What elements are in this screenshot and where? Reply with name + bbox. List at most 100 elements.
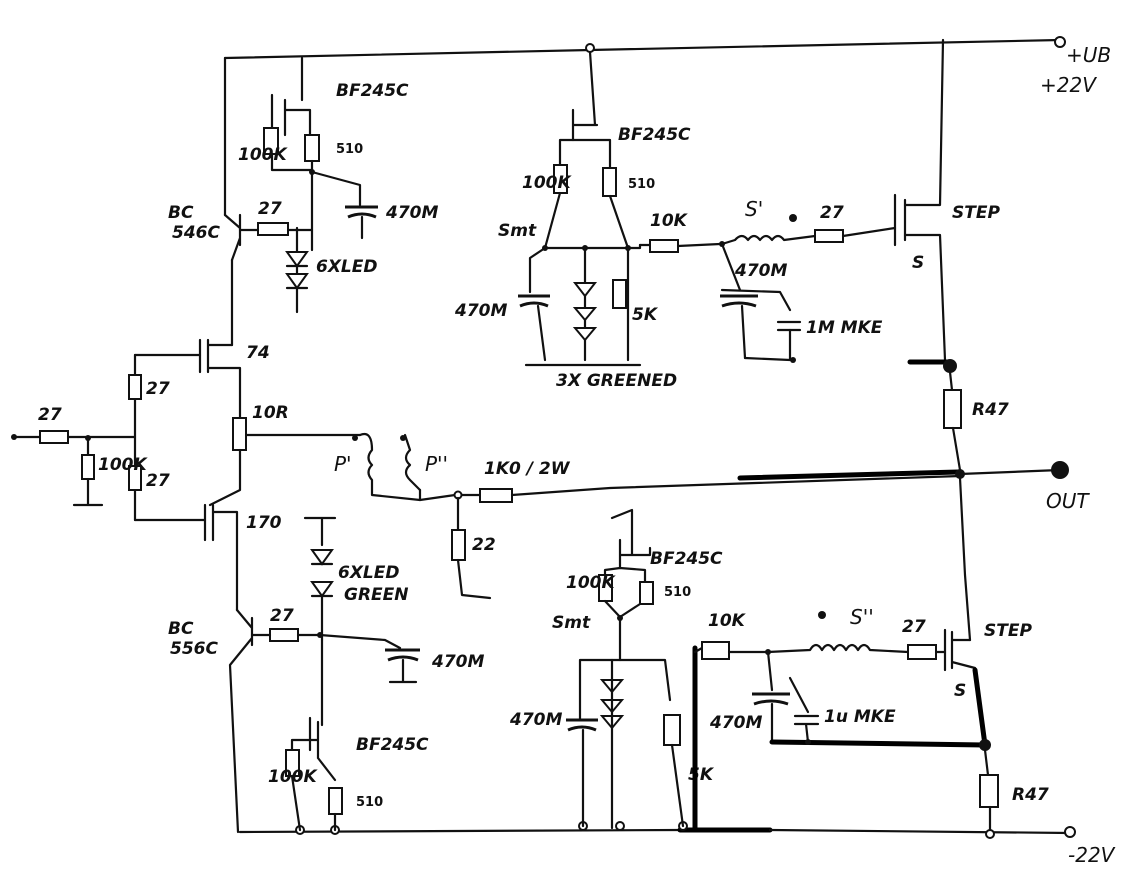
resistor-510-3	[639, 581, 654, 605]
base-res-label-bot: 27	[270, 606, 294, 626]
input-res-label: 27	[38, 405, 62, 425]
rail-node	[585, 43, 595, 53]
bc556c-transistor	[228, 608, 420, 834]
supply-terminal-negative	[1064, 826, 1076, 838]
res-5k-label-2: 5K	[688, 765, 715, 785]
mkt-cap-label-1: 1M MKE	[806, 318, 883, 338]
res-510-label-1: 510	[336, 142, 363, 157]
res-100k-label-2: 100K	[522, 173, 572, 193]
gate-resistor-27-bottom	[907, 644, 937, 660]
source-label-top: S	[912, 253, 924, 273]
bc546c-transistor	[223, 56, 314, 347]
feedback-shunt	[451, 529, 466, 561]
upper-current-source	[263, 56, 378, 252]
upper-output-mosfet	[893, 38, 962, 472]
cap-470-label-2: 470M	[431, 652, 484, 672]
source-label-bot: S	[954, 681, 966, 701]
res-510-label-2: 510	[628, 177, 655, 192]
cap-470-label-4: 470M	[734, 261, 787, 281]
pot-p2-label: P''	[425, 452, 448, 476]
lower-output-mosfet	[943, 476, 999, 832]
res-10k-label-2: 10K	[708, 611, 747, 631]
upper-right-current-source	[518, 50, 642, 367]
res-510-label-4: 510	[356, 795, 383, 810]
input-stage	[11, 353, 207, 522]
source-resistor-bottom	[979, 774, 999, 808]
bf245c-label-4: BF245C	[356, 735, 429, 755]
mkt-cap-label-2: 1u MKE	[824, 707, 896, 727]
supply-positive-label: +UB	[1066, 43, 1111, 67]
three-green-label: 3X GREENED	[556, 371, 677, 391]
gate-resistor-27-top	[814, 229, 844, 243]
bc-label-top-1: BC	[168, 203, 194, 223]
bf245c-label-2: BF245C	[618, 125, 691, 145]
base-resistor-27-top	[257, 222, 289, 236]
supply-terminal-positive	[1054, 36, 1066, 48]
res-5k-label-1: 5K	[632, 305, 659, 325]
gate-res-label-bot: 27	[902, 617, 926, 637]
feedback-shunt-label: 22	[472, 535, 496, 555]
bias-res-top-label: 27	[146, 379, 170, 399]
base-res-label-top: 27	[258, 199, 282, 219]
lower-right-current-source	[566, 508, 685, 830]
step-top-label: STEP	[952, 203, 1000, 223]
cap-470-label-1: 470M	[385, 203, 438, 223]
resistor-510	[304, 134, 320, 162]
res-100k-label-3: 100K	[566, 573, 616, 593]
cap-470-label-5: 470M	[509, 710, 562, 730]
supply-negative-label: -22V	[1068, 843, 1116, 867]
led-string-top	[285, 226, 309, 314]
pot-p1-label: P'	[334, 452, 352, 476]
output-label: OUT	[1046, 489, 1090, 513]
res-510-label-3: 510	[664, 585, 691, 600]
src-res-top-label: R47	[972, 400, 1009, 420]
output-terminal	[1051, 461, 1069, 479]
gate-res-label-top: 27	[820, 203, 844, 223]
base-resistor-27-bottom	[269, 628, 299, 642]
trim-pot-label: 10R	[252, 403, 289, 423]
bias-resistor-top	[128, 374, 142, 400]
resistor-5k	[612, 279, 627, 309]
input-shunt-resistor	[81, 454, 95, 480]
bc-label-top-2: 546C	[172, 223, 220, 243]
led-string-bottom	[303, 516, 337, 642]
res-100k-label-4: 100K	[268, 767, 318, 787]
gate-stopper-10k-top	[649, 239, 679, 253]
bias-resistor-bottom	[128, 465, 142, 491]
feedback-res-label: 1K0 / 2W	[484, 459, 571, 479]
driver-bot-label: 170	[246, 513, 282, 533]
negative-rail	[238, 821, 1076, 839]
bf245c-label-1: BF245C	[336, 81, 409, 101]
feedback-resistor	[479, 488, 513, 503]
resistor-510-bottom	[328, 787, 343, 815]
driver-top-label: 74	[246, 343, 270, 363]
gate-stopper-10k-bottom	[701, 641, 730, 660]
led-bot-label-1: 6XLED	[338, 563, 400, 583]
upper-gate-network	[638, 214, 897, 363]
resistor-510-2	[602, 167, 617, 197]
smt-label-1: Smt	[498, 221, 537, 241]
cap-470-label-6: 470M	[709, 713, 762, 733]
bc-label-bot-1: BC	[168, 619, 194, 639]
step-bot-label: STEP	[984, 621, 1032, 641]
bias-res-bot-label: 27	[146, 471, 170, 491]
src-res-bot-label: R47	[1012, 785, 1049, 805]
dual-potentiometer	[352, 432, 962, 600]
resistor-5k-2	[663, 714, 681, 746]
bf245c-label-3: BF245C	[650, 549, 723, 569]
input-shunt-label: 100K	[98, 455, 148, 475]
positive-rail	[223, 36, 1066, 60]
output-node	[737, 461, 1069, 481]
trim-pot-10r	[232, 417, 247, 451]
smt-label-2: Smt	[552, 613, 591, 633]
driver-pair	[198, 338, 362, 612]
lower-current-source	[285, 716, 343, 832]
supply-positive-voltage: +22V	[1040, 73, 1097, 97]
input-resistor	[39, 430, 69, 444]
coil-s1-label: S'	[745, 197, 763, 221]
res-100k-label-1: 100K	[238, 145, 288, 165]
bc-label-bot-2: 556C	[170, 639, 218, 659]
led-top-label: 6XLED	[316, 257, 378, 277]
coil-s2-label: S''	[850, 605, 874, 629]
